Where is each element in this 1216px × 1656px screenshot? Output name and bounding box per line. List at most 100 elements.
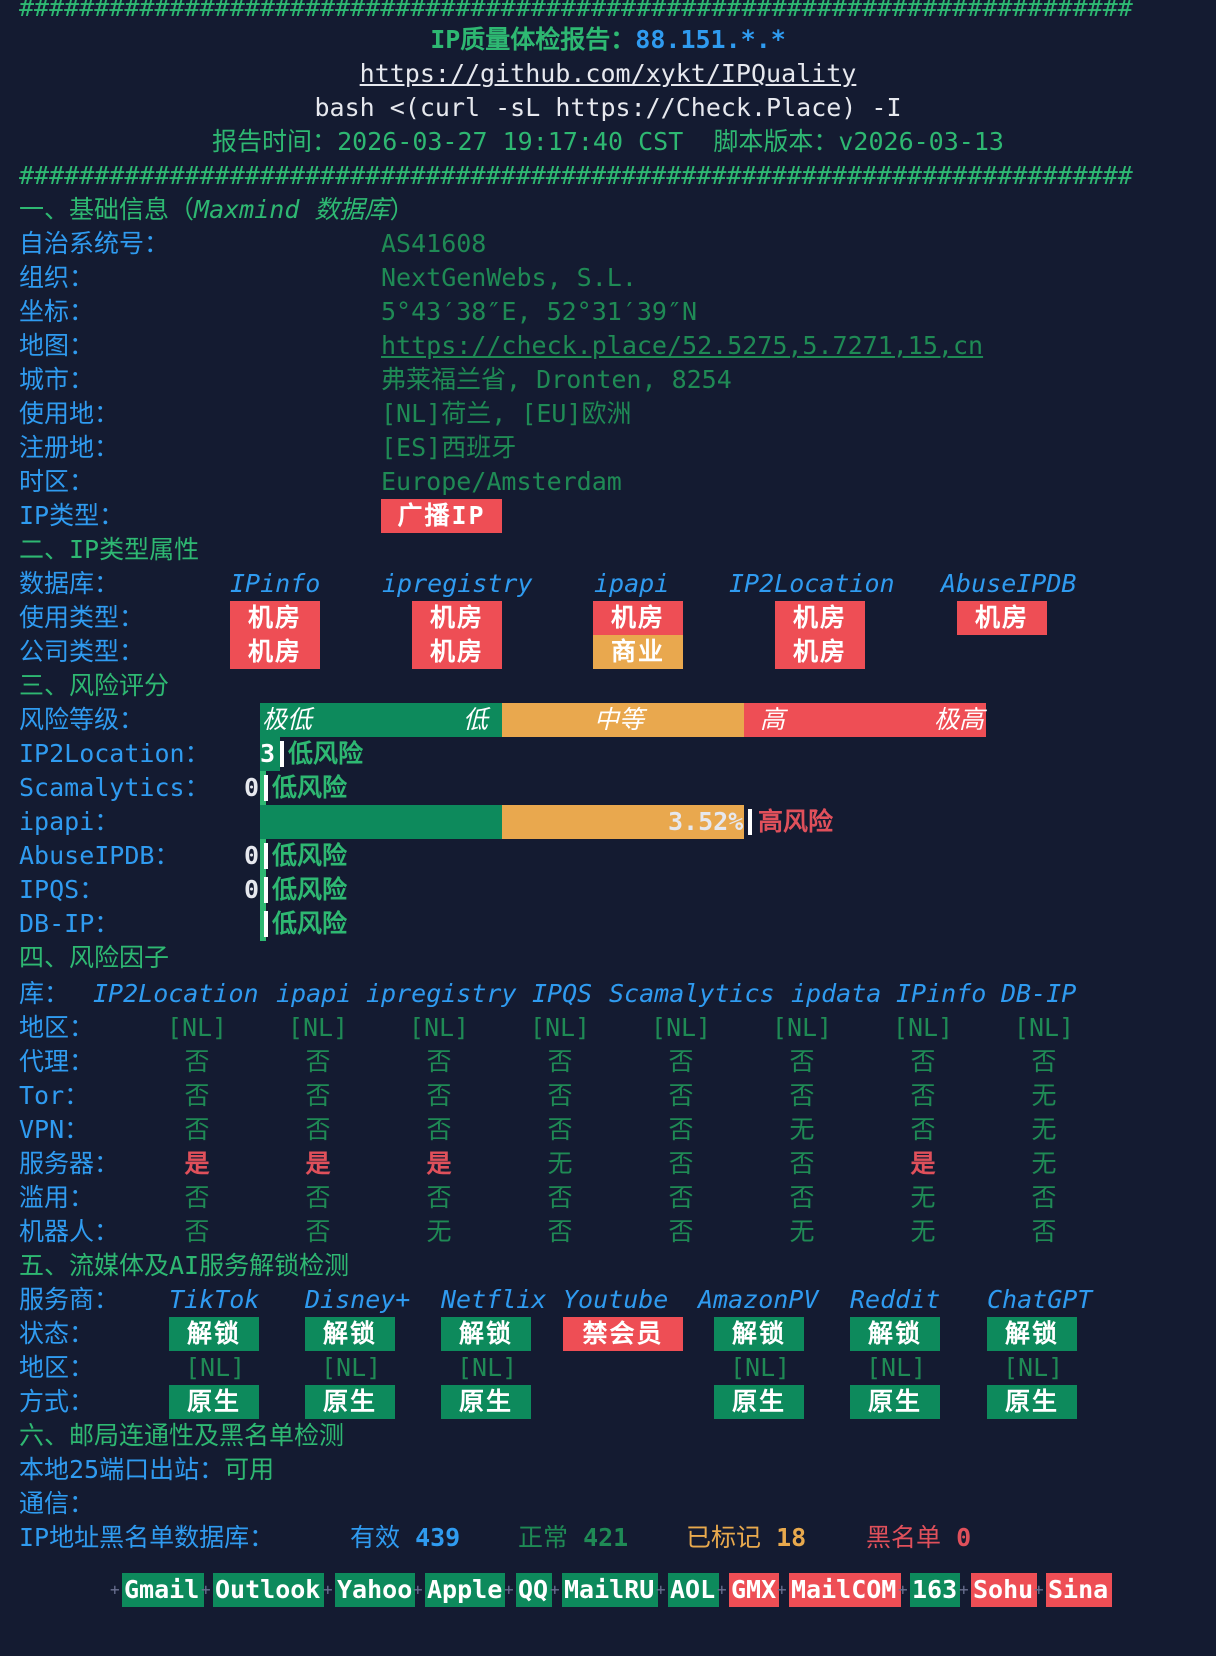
factor-cell-6-7: 否 — [1031, 1217, 1057, 1246]
section-basic-db: Maxmind 数据库 — [194, 195, 390, 224]
risk-scale-high-segment: 高 极高 — [744, 703, 986, 737]
factor-cell-0-4: [NL] — [650, 1013, 712, 1042]
types-company-label: 公司类型： — [19, 637, 145, 666]
mail-provider-gmail: Gmail — [122, 1573, 204, 1607]
blacklist-valid-label: 有效 — [350, 1523, 401, 1552]
factor-cell-3-2: 否 — [426, 1115, 452, 1144]
mail-separator-8: + — [777, 1580, 787, 1599]
types-db-3: IP2Location — [729, 569, 895, 598]
factor-cell-5-1: 否 — [305, 1183, 331, 1212]
company-type-badge-2: 商业 — [593, 635, 683, 669]
factor-lib-3: IPQS — [532, 979, 593, 1008]
service-method-6: 原生 — [987, 1385, 1077, 1419]
factor-cell-4-6: 是 — [910, 1149, 936, 1178]
factor-cell-4-3: 无 — [547, 1149, 573, 1178]
factor-cell-4-0: 是 — [184, 1149, 210, 1178]
service-name-4: AmazonPV — [698, 1285, 819, 1314]
factor-cell-4-5: 否 — [789, 1149, 815, 1178]
report-time: 2026-03-27 19:17:40 CST — [337, 127, 684, 156]
mail-provider-outlook: Outlook — [213, 1573, 324, 1607]
risk-scale-low-segment: 极低 低 — [260, 703, 502, 737]
types-db-4: AbuseIPDB — [941, 569, 1077, 598]
map-link[interactable]: https://check.place/52.5275,5.7271,15,cn — [381, 331, 984, 360]
factor-cell-5-6: 无 — [910, 1183, 936, 1212]
risk-ipapi-bar-orange — [502, 805, 744, 839]
usage-type-badge-2: 机房 — [593, 601, 683, 635]
factor-cell-4-2: 是 — [426, 1149, 452, 1178]
risk-ipqs-score: 0 — [244, 875, 260, 904]
basic-value-1: NextGenWebs, S.L. — [381, 263, 637, 292]
factor-cell-0-6: [NL] — [892, 1013, 954, 1042]
mail-port-line: 本地25端口出站：可用 — [19, 1452, 274, 1488]
blacklist-black-count: 0 — [956, 1523, 972, 1552]
risk-abuseipdb-score: 0 — [244, 841, 260, 870]
mail-provider-mailru: MailRU — [562, 1573, 658, 1607]
basic-label-7: 时区： — [19, 467, 95, 496]
blacklist-valid-count: 439 — [415, 1523, 461, 1552]
factor-cell-0-2: [NL] — [408, 1013, 470, 1042]
ip-type-label: IP类型： — [19, 501, 125, 530]
risk-scale-medium: 中等 — [594, 705, 645, 734]
mail-comm-label: 通信： — [19, 1489, 95, 1518]
section-risk-heading: 三、风险评分 — [19, 671, 170, 700]
service-name-0: TikTok — [169, 1285, 260, 1314]
risk-ip2location-result: 低风险 — [288, 739, 364, 768]
factor-cell-4-1: 是 — [305, 1149, 331, 1178]
factor-cell-1-3: 否 — [547, 1047, 573, 1076]
service-method-4: 原生 — [714, 1385, 804, 1419]
factor-row-label-5: 滥用： — [19, 1183, 95, 1212]
mail-port-value: 可用 — [224, 1455, 275, 1484]
factor-cell-0-7: [NL] — [1013, 1013, 1075, 1042]
streaming-status-label: 状态： — [19, 1319, 95, 1348]
mail-separator-3: + — [413, 1580, 423, 1599]
factor-lib-2: ipregistry — [366, 979, 517, 1008]
mail-provider-qq: QQ — [516, 1573, 552, 1607]
section-basic-suffix: ） — [389, 195, 415, 224]
report-time-label: 报告时间： — [212, 127, 338, 156]
blacklist-black: 黑名单 0 — [866, 1520, 971, 1556]
section-types-heading: 二、IP类型属性 — [19, 535, 200, 564]
basic-label-6: 注册地： — [19, 433, 120, 462]
report-ip: 88.151.*.* — [635, 25, 786, 54]
types-db-2: ipapi — [594, 569, 670, 598]
service-name-3: Youtube — [563, 1285, 669, 1314]
hash-divider-bottom: ########################################… — [19, 161, 1133, 190]
report-title-text: IP质量体检报告： — [430, 25, 636, 54]
mail-separator-1: + — [201, 1580, 211, 1599]
risk-ipapi-bar-green — [260, 805, 502, 839]
service-status-2: 解锁 — [441, 1317, 531, 1351]
factor-lib-0: IP2Location — [93, 979, 259, 1008]
mail-separator-2: + — [323, 1580, 333, 1599]
factor-cell-2-1: 否 — [305, 1081, 331, 1110]
factor-cell-5-0: 否 — [184, 1183, 210, 1212]
basic-value-0: AS41608 — [381, 229, 487, 258]
factor-row-label-6: 机器人： — [19, 1217, 120, 1246]
repo-link[interactable]: https://github.com/xykt/IPQuality — [359, 59, 857, 88]
factor-cell-0-0: [NL] — [166, 1013, 228, 1042]
risk-scale-low: 低 — [462, 705, 488, 734]
blacklist-marked: 已标记 18 — [686, 1520, 806, 1556]
risk-ipqs-label: IPQS： — [19, 875, 105, 904]
factor-cell-3-0: 否 — [184, 1115, 210, 1144]
mail-separator-4: + — [504, 1580, 514, 1599]
usage-type-badge-4: 机房 — [957, 601, 1047, 635]
service-name-2: Netflix — [441, 1285, 547, 1314]
company-type-badge-3: 机房 — [775, 635, 865, 669]
factor-cell-0-1: [NL] — [287, 1013, 349, 1042]
factor-cell-6-4: 否 — [668, 1217, 694, 1246]
types-usage-label: 使用类型： — [19, 603, 145, 632]
service-status-0: 解锁 — [169, 1317, 259, 1351]
basic-value-7: Europe/Amsterdam — [381, 467, 622, 496]
factors-lib-label: 库： — [19, 979, 70, 1008]
types-db-0: IPinfo — [230, 569, 321, 598]
mail-separator-6: + — [656, 1580, 666, 1599]
basic-label-3: 地图： — [19, 331, 95, 360]
streaming-method-label: 方式： — [19, 1387, 95, 1416]
risk-scale-very-low: 极低 — [262, 705, 313, 734]
mail-port-label: 本地25端口出站： — [19, 1455, 225, 1484]
factor-cell-2-6: 否 — [910, 1081, 936, 1110]
mail-provider-yahoo: Yahoo — [335, 1573, 415, 1607]
factor-cell-1-7: 否 — [1031, 1047, 1057, 1076]
factor-cell-1-1: 否 — [305, 1047, 331, 1076]
